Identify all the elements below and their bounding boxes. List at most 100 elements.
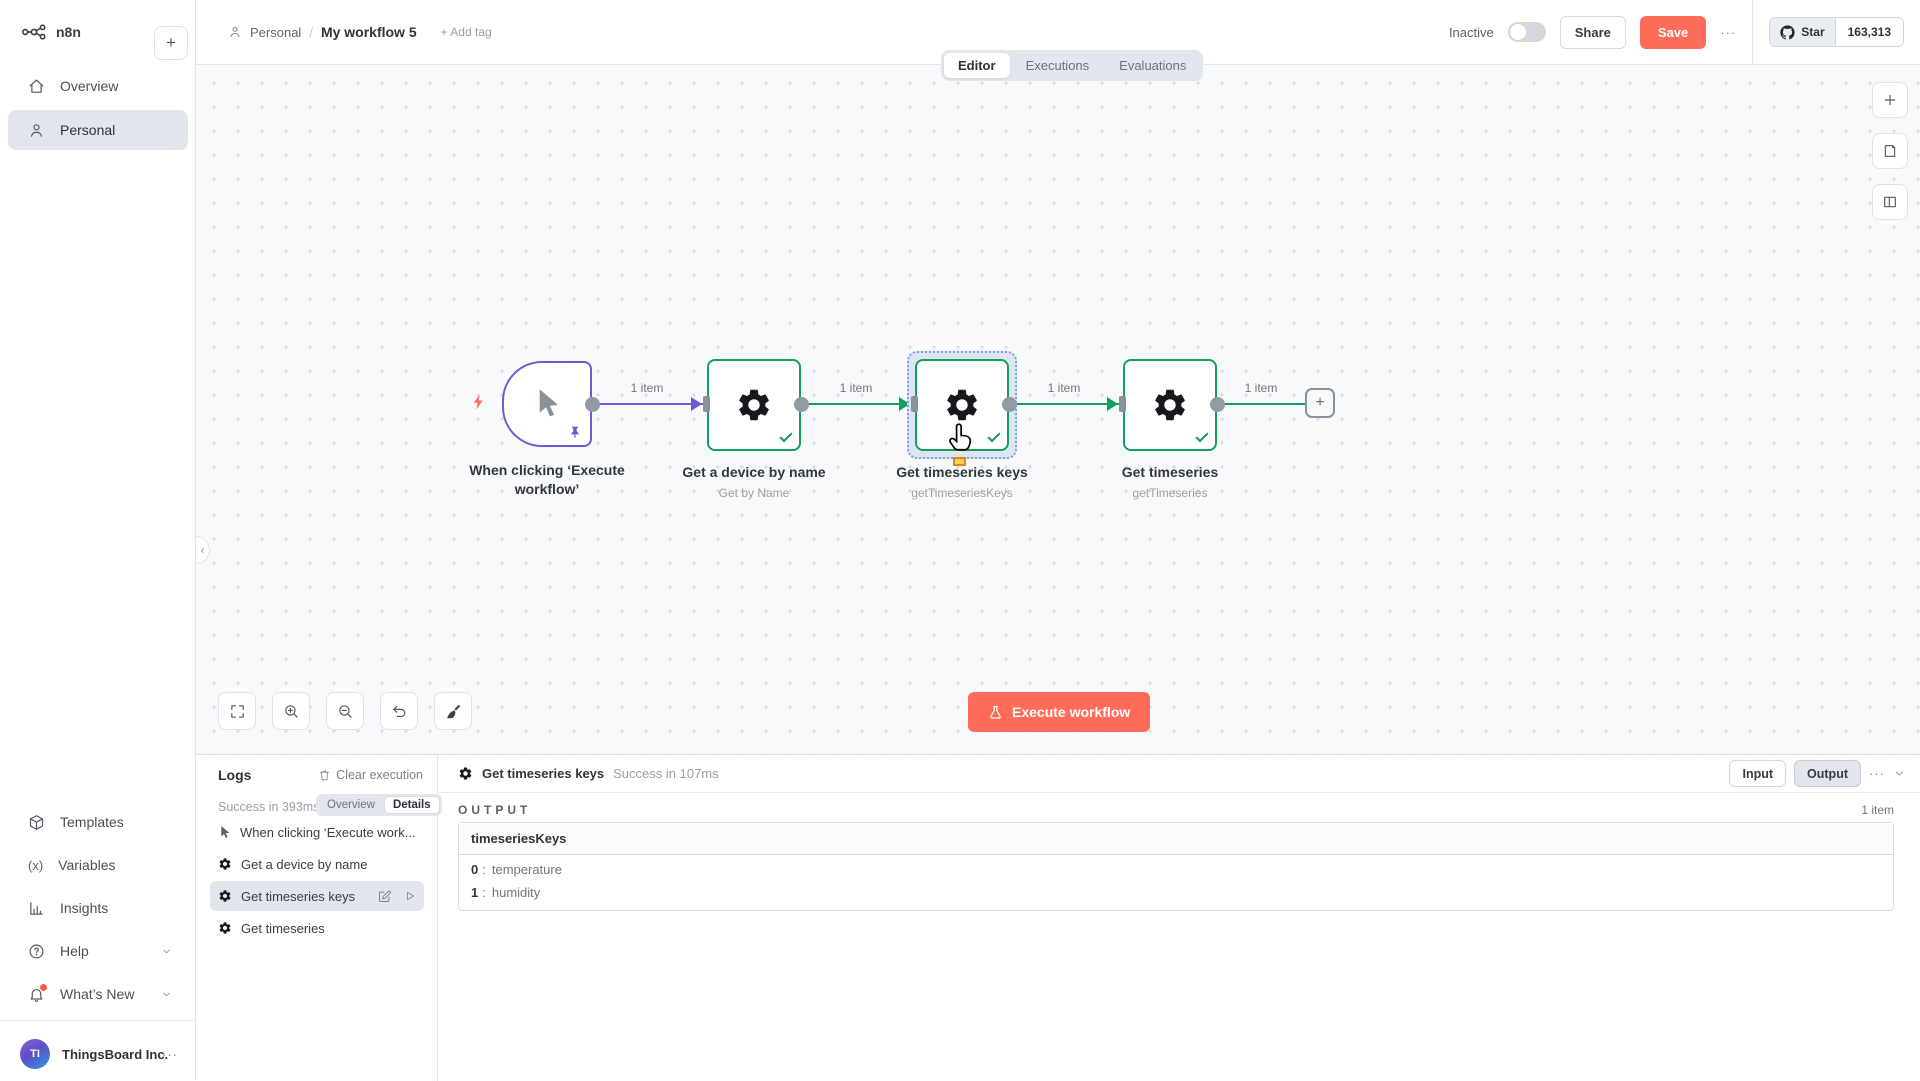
input-button[interactable]: Input — [1729, 760, 1787, 787]
sidebar-item-personal[interactable]: Personal — [8, 110, 188, 150]
connection-2[interactable] — [801, 403, 915, 405]
node-get-timeseries-keys-input-port — [911, 396, 918, 412]
thingsboard-gear-icon — [947, 389, 977, 421]
sidebar-item-help[interactable]: Help — [8, 931, 188, 971]
share-button[interactable]: Share — [1559, 15, 1626, 49]
tab-editor[interactable]: Editor — [944, 53, 1010, 78]
node-get-device-output-port[interactable] — [794, 397, 809, 412]
toggle-details[interactable]: Details — [383, 796, 440, 814]
connection-3[interactable] — [1009, 403, 1123, 405]
edit-icon[interactable] — [377, 889, 392, 904]
workflow-canvas[interactable]: ‹ 1 item 1 item 1 item 1 item — [196, 65, 1920, 754]
thingsboard-gear-icon — [1155, 389, 1185, 421]
log-entry-trigger[interactable]: When clicking ‘Execute work... — [210, 817, 424, 847]
execution-status: Success in 393ms — [218, 800, 320, 814]
zoom-out-button[interactable] — [326, 692, 364, 730]
fit-view-button[interactable] — [218, 692, 256, 730]
details-node-title: Get timeseries keys — [482, 766, 605, 781]
sidebar-item-templates[interactable]: Templates — [8, 802, 188, 842]
details-node-status: Success in 107ms — [613, 766, 719, 781]
connection-1-label: 1 item — [630, 381, 664, 395]
activate-toggle[interactable] — [1507, 22, 1546, 42]
logs-panel: Logs Clear execution Success in 393ms Ov… — [196, 754, 1920, 1081]
node-get-device-input-port — [703, 396, 710, 412]
trigger-output-port[interactable] — [585, 397, 600, 412]
undo-button[interactable] — [380, 692, 418, 730]
undo-icon — [392, 705, 405, 717]
node-title-get-timeseries-keys: Get timeseries keys — [896, 464, 1028, 480]
pin-icon — [571, 426, 579, 439]
account-more-icon[interactable]: ··· — [162, 1046, 178, 1062]
workflow-title[interactable]: My workflow 5 — [320, 24, 417, 40]
clear-execution-button[interactable]: Clear execution — [318, 768, 423, 782]
toggle-overview[interactable]: Overview — [327, 799, 375, 811]
node-subtitle-get-timeseries-keys: getTimeseriesKeys — [911, 486, 1013, 500]
node-title-get-timeseries: Get timeseries — [1121, 464, 1219, 480]
play-icon[interactable] — [404, 890, 416, 902]
sticky-note-icon — [1884, 145, 1896, 157]
save-button[interactable]: Save — [1639, 15, 1707, 49]
add-node-panel-button[interactable] — [1872, 82, 1908, 118]
append-node-button[interactable]: + — [1305, 388, 1335, 418]
connection-1[interactable] — [592, 403, 707, 405]
breadcrumb-project[interactable]: Personal — [250, 24, 302, 40]
sidebar-item-overview[interactable]: Overview — [8, 66, 188, 106]
home-icon — [29, 79, 44, 93]
new-workflow-button[interactable]: + — [154, 26, 188, 60]
thingsboard-gear-icon — [219, 858, 231, 870]
chevron-down-icon — [163, 992, 170, 996]
output-table-header: timeseriesKeys — [459, 823, 1893, 855]
connection-4-label: 1 item — [1244, 381, 1278, 395]
github-star-widget[interactable]: Star 163,313 — [1769, 17, 1904, 47]
connection-2-arrow — [899, 397, 910, 411]
zoom-in-button[interactable] — [272, 692, 310, 730]
sidebar-item-whats-new[interactable]: What’s New — [8, 974, 188, 1014]
output-item-count: 1 item — [1861, 803, 1894, 817]
node-get-timeseries-keys-output-port[interactable] — [1002, 397, 1017, 412]
toggle-knob — [1509, 24, 1526, 40]
variables-icon: (x) — [28, 857, 44, 873]
node-subtitle-get-timeseries: getTimeseries — [1132, 486, 1208, 500]
node-trigger[interactable] — [502, 361, 592, 447]
details-more-icon[interactable]: ··· — [1869, 766, 1885, 781]
chevron-down-icon[interactable] — [1893, 767, 1906, 780]
node-get-device[interactable] — [707, 359, 801, 451]
overview-details-toggle: Overview Details — [316, 794, 442, 816]
toggle-panel-button[interactable] — [1872, 184, 1908, 220]
active-status-label: Inactive — [1448, 24, 1494, 40]
log-entry-get-timeseries-keys[interactable]: Get timeseries keys — [210, 881, 424, 911]
log-entry-get-device[interactable]: Get a device by name — [210, 849, 424, 879]
output-button[interactable]: Output — [1794, 760, 1861, 787]
account-menu[interactable]: TI ThingsBoard Inc. ··· — [0, 1034, 196, 1074]
output-section-label: OUTPUT — [458, 803, 532, 817]
trash-icon — [319, 770, 330, 780]
node-title-trigger: When clicking ‘Execute workflow’ — [469, 462, 625, 497]
sidebar-item-insights[interactable]: Insights — [8, 888, 188, 928]
notification-dot — [40, 983, 47, 991]
output-row: 0:temperature — [471, 862, 562, 877]
collapse-sidebar-handle[interactable]: ‹ — [196, 536, 210, 564]
header-divider — [1752, 0, 1754, 64]
zoom-out-icon — [338, 704, 352, 718]
node-get-timeseries-output-port[interactable] — [1210, 397, 1225, 412]
github-icon — [1780, 24, 1795, 39]
add-tag-button[interactable]: + Add tag — [440, 25, 492, 39]
header-actions: Inactive Share Save ··· Star 163,313 — [1449, 0, 1920, 64]
tab-executions[interactable]: Executions — [1025, 58, 1090, 73]
sidebar-item-variables[interactable]: (x) Variables — [28, 857, 116, 873]
workflow-more-icon[interactable]: ··· — [1720, 24, 1737, 40]
connection-4[interactable] — [1217, 403, 1306, 405]
log-entry-get-timeseries[interactable]: Get timeseries — [210, 913, 424, 943]
tidy-up-button[interactable] — [434, 692, 472, 730]
add-sticky-note-button[interactable] — [1872, 133, 1908, 169]
tab-evaluations[interactable]: Evaluations — [1119, 58, 1187, 73]
details-header: Get timeseries keys Success in 107ms Inp… — [438, 755, 1920, 793]
fit-view-icon — [230, 704, 244, 718]
plus-icon — [1884, 94, 1896, 106]
connection-2-label: 1 item — [839, 381, 873, 395]
node-get-timeseries[interactable] — [1123, 359, 1217, 451]
logo-text: n8n — [56, 24, 81, 40]
execute-workflow-button[interactable]: Execute workflow — [968, 692, 1151, 732]
success-check-icon — [779, 432, 793, 442]
click-indicator — [953, 457, 966, 466]
